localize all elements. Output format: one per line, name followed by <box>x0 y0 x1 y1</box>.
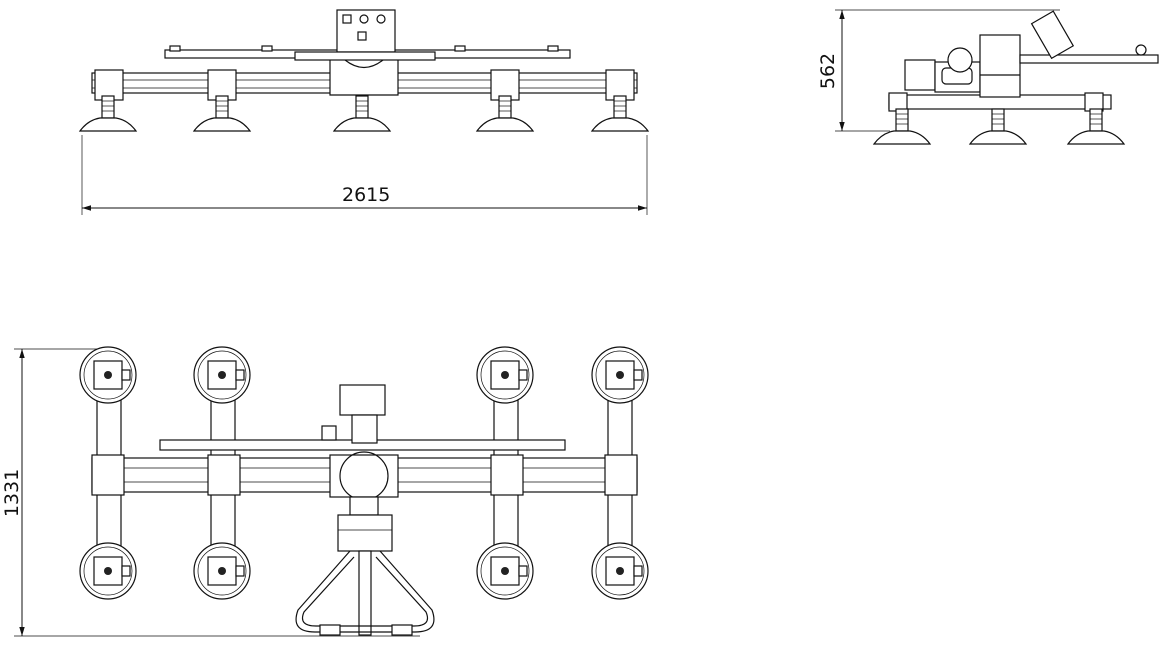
dimension-depth-label: 1331 <box>1 468 24 518</box>
dimension-height-label: 562 <box>817 52 840 90</box>
top-view <box>14 346 649 637</box>
handle <box>295 514 435 636</box>
dimension-width-label: 2615 <box>342 184 391 206</box>
motor <box>321 384 386 444</box>
side-view <box>835 9 1159 145</box>
suction-cups-front <box>79 95 649 132</box>
front-brackets <box>94 69 635 101</box>
control-box <box>336 9 396 53</box>
front-view <box>79 9 649 215</box>
